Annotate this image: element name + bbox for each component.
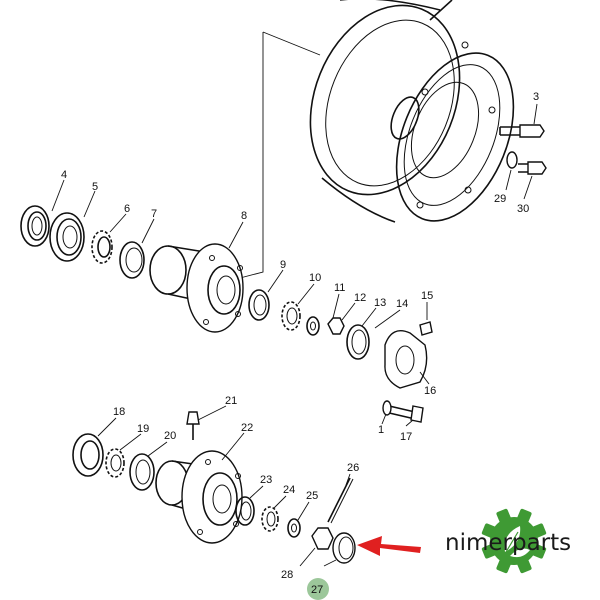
part-label-9: 9: [280, 259, 286, 271]
part-label-15: 15: [421, 290, 433, 302]
part-label-30: 30: [517, 203, 529, 215]
washer-29: [506, 151, 518, 169]
part-label-27: 27: [311, 584, 323, 596]
brand-name: nimerparts: [445, 530, 571, 556]
part-label-23: 23: [260, 474, 272, 486]
brand-logo: nimerparts: [445, 508, 571, 574]
bearing-cup-7: [119, 241, 145, 279]
red-arrow-icon: [357, 536, 421, 556]
part-label-26: 26: [347, 462, 359, 474]
bearing-cup-9: [248, 289, 270, 321]
part-label-21: 21: [225, 395, 237, 407]
bearing-cone-6: [91, 230, 113, 264]
seal-4: [20, 205, 50, 247]
part-label-24: 24: [283, 484, 295, 496]
part-label-25: 25: [306, 490, 318, 502]
part-label-10: 10: [309, 272, 321, 284]
grease-fitting-21: [186, 411, 200, 440]
part-label-11: 11: [334, 282, 345, 294]
nut-28: [311, 527, 334, 550]
bearing-cone-19: [105, 448, 125, 478]
bearing-cup-20: [129, 453, 155, 491]
wheel-bolt-30: [518, 161, 547, 175]
bearing-cone-24: [261, 506, 279, 532]
part-label-18: 18: [113, 406, 125, 418]
part-label-22: 22: [241, 422, 253, 434]
part-label-19: 19: [137, 423, 149, 435]
bearing-cone-10: [281, 301, 301, 331]
part-label-12: 12: [354, 292, 366, 304]
wheel-rim: [239, 0, 515, 279]
plug-15: [419, 321, 433, 336]
part-label-6: 6: [124, 203, 130, 215]
part-label-3: 3: [533, 91, 539, 103]
seal-5: [49, 212, 85, 262]
part-label-1: 1: [378, 424, 384, 436]
part-label-14: 14: [396, 298, 408, 310]
part-label-5: 5: [92, 181, 98, 193]
dust-cap-27: [332, 532, 356, 564]
cotter-pin-26: [327, 477, 354, 524]
part-label-13: 13: [374, 297, 386, 309]
gasket-13: [346, 324, 370, 360]
nut-12: [327, 317, 345, 335]
part-label-8: 8: [241, 210, 247, 222]
wheel-bolt-3: [499, 124, 545, 138]
part-label-7: 7: [151, 208, 157, 220]
seal-18: [72, 433, 104, 477]
part-label-28: 28: [281, 569, 293, 581]
washer-1: [382, 400, 392, 416]
gear-icon: [481, 508, 547, 574]
part-label-16: 16: [424, 385, 436, 397]
part-label-29: 29: [494, 193, 506, 205]
washer-11: [306, 316, 320, 336]
part-label-17: 17: [400, 431, 412, 443]
leader-lines: [51, 103, 538, 567]
part-label-20: 20: [164, 430, 176, 442]
part-number-labels: 3 4 5 6 7 8 9 10 11 12 13 14 15 16 29 30…: [61, 91, 539, 596]
part-label-4: 4: [61, 169, 67, 181]
bearing-cup-23: [235, 496, 255, 526]
hub-cap-16: [384, 330, 428, 389]
washer-25: [287, 518, 301, 538]
highlight-circle: [307, 578, 329, 600]
leaf-icon: [504, 526, 530, 558]
hub-8: [149, 243, 244, 333]
hub-22: [155, 450, 243, 544]
